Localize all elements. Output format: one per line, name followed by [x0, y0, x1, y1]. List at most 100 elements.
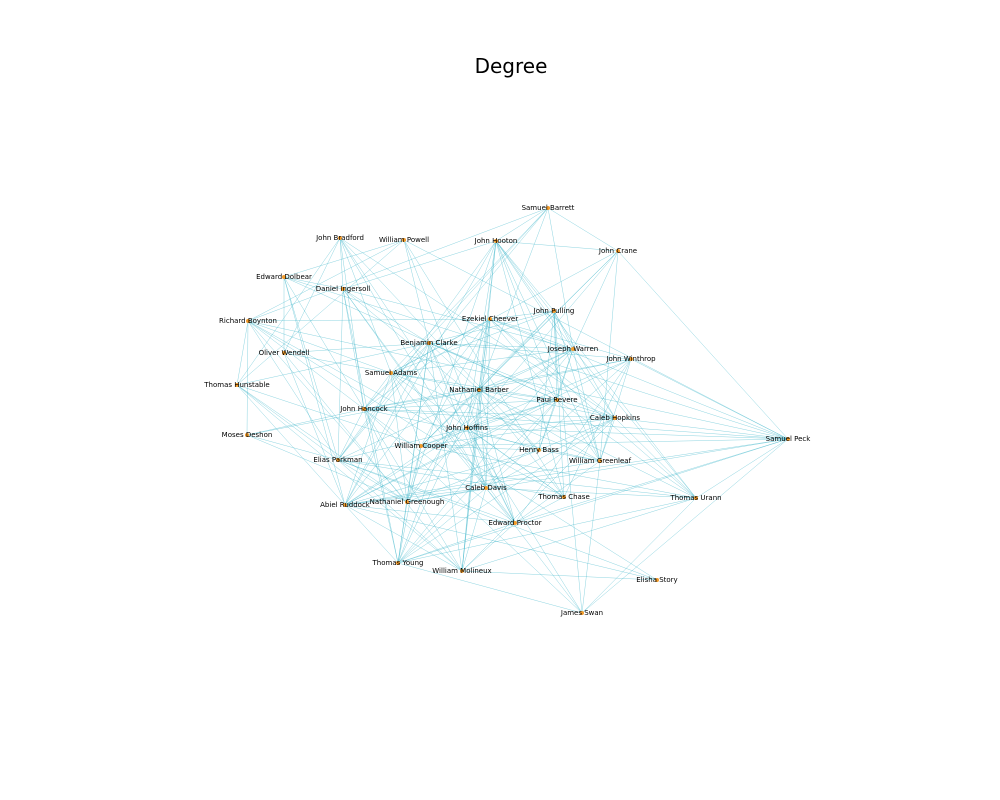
edge-william_greenleaf-edward_proctor	[514, 460, 601, 524]
node-label-edward_dolbear: Edward Dolbear	[256, 273, 312, 281]
edge-caleb_davis-thomas_young	[397, 487, 487, 564]
edge-john_crane-joseph_warren	[572, 250, 619, 350]
edge-john_crane-john_hoffins	[466, 250, 619, 429]
edge-samuel_adams-william_greenleaf	[390, 372, 601, 462]
edges-layer	[236, 207, 789, 614]
edge-nathaniel_barber-paul_revere	[478, 389, 558, 401]
node-samuel_adams	[389, 371, 393, 375]
edge-nathaniel_barber-moses_deshon	[246, 389, 480, 436]
edge-john_hooton-thomas_chase	[495, 240, 565, 498]
node-label-moses_deshon: Moses Deshon	[222, 431, 273, 439]
edge-richard_boynton-elias_parkman	[247, 320, 339, 461]
edge-elias_parkman-thomas_urann	[337, 459, 697, 499]
edge-john_hancock-caleb_hopkins	[363, 408, 616, 419]
node-william_molineux	[460, 569, 464, 573]
edge-ezekiel_cheever-abiel_ruddock	[344, 318, 491, 506]
edge-oliver_wendell-abiel_ruddock	[283, 352, 346, 506]
edge-ezekiel_cheever-samuel_adams	[390, 318, 491, 374]
node-label-daniel_ingersoll: Daniel Ingersoll	[316, 285, 371, 293]
edge-john_pulling-paul_revere	[553, 310, 558, 401]
edge-ezekiel_cheever-thomas_young	[397, 318, 491, 564]
node-label-samuel_peck: Samuel Peck	[766, 435, 812, 443]
edge-caleb_hopkins-william_cooper	[420, 417, 616, 447]
node-caleb_hopkins	[613, 416, 617, 420]
node-label-william_molineux: William Molineux	[432, 567, 491, 575]
edge-elias_parkman-nathaniel_greenough	[337, 459, 408, 503]
edge-john_pulling-nathaniel_barber	[478, 310, 555, 391]
edge-caleb_davis-edward_proctor	[485, 487, 516, 524]
edge-ezekiel_cheever-paul_revere	[489, 318, 558, 401]
edge-nathaniel_barber-william_cooper	[420, 389, 480, 447]
edge-john_bradford-oliver_wendell	[283, 237, 341, 354]
edge-caleb_hopkins-thomas_urann	[614, 417, 697, 499]
edge-benjamin_clarke-nathaniel_barber	[428, 342, 480, 391]
edge-edward_proctor-william_molineux	[461, 522, 516, 572]
node-oliver_wendell	[282, 351, 286, 355]
node-daniel_ingersoll	[341, 287, 345, 291]
node-label-john_bradford: John Bradford	[315, 234, 364, 242]
node-henry_bass	[537, 448, 541, 452]
edge-john_hancock-elias_parkman	[337, 408, 365, 461]
edge-edward_dolbear-john_hancock	[283, 276, 365, 410]
edge-william_powell-benjamin_clarke	[403, 239, 430, 344]
edge-samuel_peck-thomas_young	[397, 438, 789, 564]
node-label-caleb_davis: Caleb Davis	[465, 484, 507, 492]
edge-elias_parkman-william_molineux	[337, 459, 463, 572]
edge-henry_bass-william_greenleaf	[538, 449, 601, 462]
edge-paul_revere-henry_bass	[538, 399, 558, 451]
edge-thomas_hunstable-william_cooper	[236, 384, 422, 447]
edge-paul_revere-william_cooper	[420, 399, 558, 447]
edge-john_hoffins-elias_parkman	[337, 427, 468, 461]
edge-john_crane-samuel_peck	[617, 250, 789, 440]
edge-john_hoffins-samuel_peck	[466, 427, 789, 440]
node-caleb_davis	[484, 486, 488, 490]
edge-ezekiel_cheever-joseph_warren	[489, 318, 574, 350]
edge-elias_parkman-elisha_story	[337, 459, 658, 581]
node-moses_deshon	[245, 433, 249, 437]
edge-samuel_peck-abiel_ruddock	[344, 438, 789, 506]
edge-john_hooton-paul_revere	[495, 240, 558, 401]
edge-oliver_wendell-samuel_adams	[283, 352, 392, 374]
edge-ezekiel_cheever-nathaniel_barber	[478, 318, 491, 391]
edge-benjamin_clarke-john_hancock	[363, 342, 430, 410]
edge-john_hoffins-edward_proctor	[466, 427, 516, 524]
edge-ezekiel_cheever-samuel_peck	[489, 318, 789, 440]
edge-samuel_peck-thomas_urann	[695, 438, 789, 499]
node-label-james_swan: James Swan	[560, 609, 603, 617]
edge-john_hancock-william_greenleaf	[363, 408, 601, 462]
edge-nathaniel_barber-nathaniel_greenough	[406, 389, 480, 503]
edge-richard_boynton-samuel_adams	[247, 320, 392, 374]
edge-caleb_hopkins-henry_bass	[538, 417, 616, 451]
edge-nathaniel_barber-john_hoffins	[466, 389, 480, 429]
node-label-thomas_hunstable: Thomas Hunstable	[203, 381, 270, 389]
edge-john_hancock-william_molineux	[363, 408, 463, 572]
node-label-john_hoffins: John Hoffins	[445, 424, 488, 432]
node-label-william_powell: William Powell	[379, 236, 429, 244]
node-label-william_greenleaf: William Greenleaf	[569, 457, 632, 465]
edge-thomas_chase-edward_proctor	[514, 496, 565, 524]
edge-elias_parkman-edward_proctor	[337, 459, 516, 524]
node-john_crane	[616, 249, 620, 253]
edge-samuel_barrett-richard_boynton	[247, 207, 549, 322]
edge-henry_bass-abiel_ruddock	[344, 449, 540, 506]
node-label-ezekiel_cheever: Ezekiel Cheever	[462, 315, 518, 323]
node-label-john_hooton: John Hooton	[474, 237, 518, 245]
node-edward_proctor	[513, 521, 517, 525]
edge-ezekiel_cheever-richard_boynton	[247, 318, 491, 322]
node-james_swan	[580, 611, 584, 615]
edge-john_hooton-abiel_ruddock	[344, 240, 497, 506]
node-samuel_barrett	[546, 206, 550, 210]
edge-benjamin_clarke-thomas_hunstable	[236, 342, 430, 386]
node-label-paul_revere: Paul Revere	[536, 396, 577, 404]
edge-john_winthrop-samuel_peck	[630, 358, 789, 440]
edge-john_hancock-edward_proctor	[363, 408, 516, 524]
edge-nathaniel_barber-william_molineux	[461, 389, 480, 572]
edge-john_hooton-daniel_ingersoll	[342, 240, 497, 290]
node-label-thomas_urann: Thomas Urann	[669, 494, 721, 502]
edge-samuel_adams-john_hancock	[363, 372, 392, 410]
edge-john_winthrop-nathaniel_barber	[478, 358, 632, 391]
node-label-elisha_story: Elisha Story	[636, 576, 677, 584]
node-john_bradford	[338, 236, 342, 240]
node-william_cooper	[419, 444, 423, 448]
